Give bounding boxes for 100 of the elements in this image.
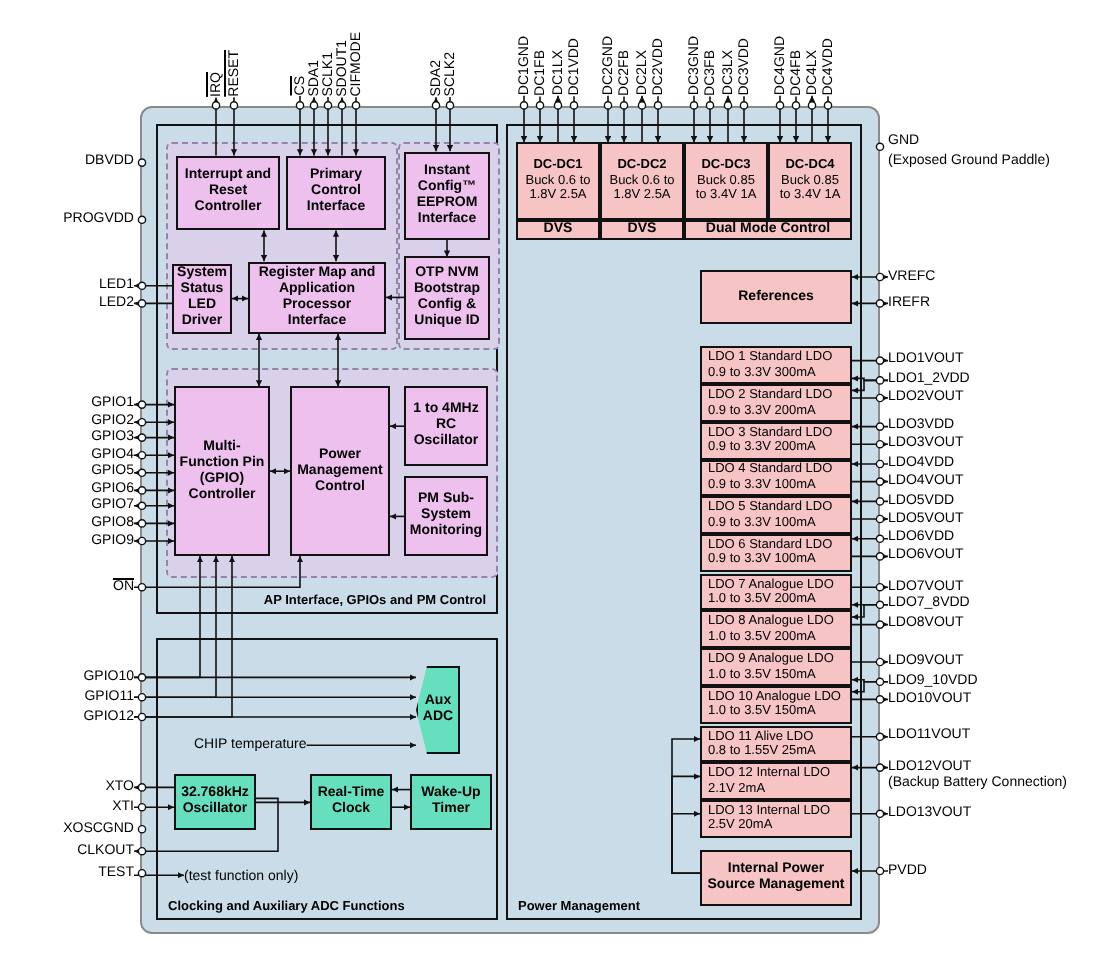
arrow: [133, 713, 417, 721]
regulator-block: [684, 142, 768, 220]
arrow: [671, 810, 701, 874]
arrow: [851, 273, 889, 281]
arrow: [638, 95, 646, 144]
regulator-block: [700, 800, 852, 838]
arrow: [334, 333, 342, 388]
arrow: [443, 238, 451, 258]
arrow: [338, 96, 346, 157]
arrow: [851, 681, 889, 695]
arrow: [133, 487, 175, 494]
arrow: [231, 295, 249, 302]
arrow: [554, 95, 562, 144]
arrow: [851, 658, 889, 666]
regulator-block: [516, 142, 600, 220]
arrow: [230, 96, 238, 157]
arrow: [851, 423, 889, 430]
arrow: [391, 804, 411, 811]
regulator-block: [700, 346, 852, 385]
arrow: [133, 694, 417, 701]
arrow: [851, 867, 889, 875]
regulator-block: [600, 142, 684, 220]
section-panel: [506, 124, 862, 920]
section-panel: [156, 124, 498, 614]
arrow: [133, 555, 304, 588]
arrow: [851, 733, 889, 740]
arrow: [133, 804, 175, 811]
regulator-block: [700, 533, 852, 572]
arrow: [851, 498, 889, 505]
arrow: [352, 96, 360, 157]
arrow: [133, 452, 175, 459]
arrow: [310, 96, 318, 157]
arrow: [389, 513, 405, 520]
regulator-block: [700, 573, 852, 611]
arrow: [776, 95, 784, 144]
arrow: [851, 379, 889, 394]
arrow: [324, 96, 332, 157]
arrow: [133, 401, 175, 408]
arrow: [851, 460, 889, 468]
arrow: [389, 423, 405, 430]
arrow: [133, 872, 185, 879]
arrow: [385, 294, 405, 301]
arrow: [133, 502, 175, 509]
arrow: [255, 333, 263, 388]
arrow: [851, 604, 889, 621]
arrow: [706, 95, 714, 144]
arrow: [133, 797, 279, 855]
arrow: [851, 584, 889, 591]
arrow: [255, 799, 311, 806]
chip-outline: [140, 105, 880, 935]
arrow: [520, 95, 528, 144]
arrow: [133, 434, 175, 441]
arrow: [851, 357, 889, 364]
arrow: [824, 95, 832, 144]
arrow: [851, 696, 889, 703]
arrow: [808, 95, 816, 144]
arrow: [570, 95, 578, 144]
arrow: [133, 520, 175, 527]
arrow: [851, 394, 889, 402]
arrow: [536, 95, 544, 144]
arrow: [851, 478, 889, 485]
arrow: [133, 469, 175, 476]
arrow: [690, 95, 698, 144]
arrow: [133, 537, 175, 545]
arrow: [724, 95, 732, 144]
regulator-block: [700, 648, 852, 686]
arrow: [391, 786, 411, 793]
arrow: [446, 96, 454, 152]
arrow: [851, 535, 889, 542]
regulator-block: [768, 142, 852, 220]
arrow: [296, 95, 304, 157]
arrow: [851, 300, 889, 307]
arrow: [740, 95, 748, 144]
arrow: [269, 468, 291, 475]
arrow: [851, 441, 889, 448]
arrow: [851, 515, 889, 523]
arrow: [260, 229, 268, 262]
arrow: [851, 553, 889, 560]
regulator-block: [700, 610, 852, 649]
arrow: [305, 742, 417, 749]
arrow: [212, 96, 220, 157]
regulator-block: [700, 762, 852, 801]
arrow: [851, 621, 889, 628]
arrow: [133, 674, 417, 681]
arrow: [654, 95, 662, 144]
arrow: [133, 419, 175, 426]
arrow: [432, 96, 440, 152]
arrow: [851, 764, 889, 771]
arrow: [133, 300, 173, 307]
regulator-block: [700, 421, 852, 460]
arrow: [792, 95, 800, 144]
arrow: [133, 282, 173, 289]
regulator-block: [700, 459, 852, 497]
regulator-block: [700, 496, 852, 534]
regulator-block: [700, 725, 852, 763]
regulator-block: [700, 384, 852, 422]
arrow: [851, 810, 889, 817]
section-panel: [156, 637, 498, 920]
arrow: [133, 784, 175, 791]
arrow: [620, 95, 628, 144]
